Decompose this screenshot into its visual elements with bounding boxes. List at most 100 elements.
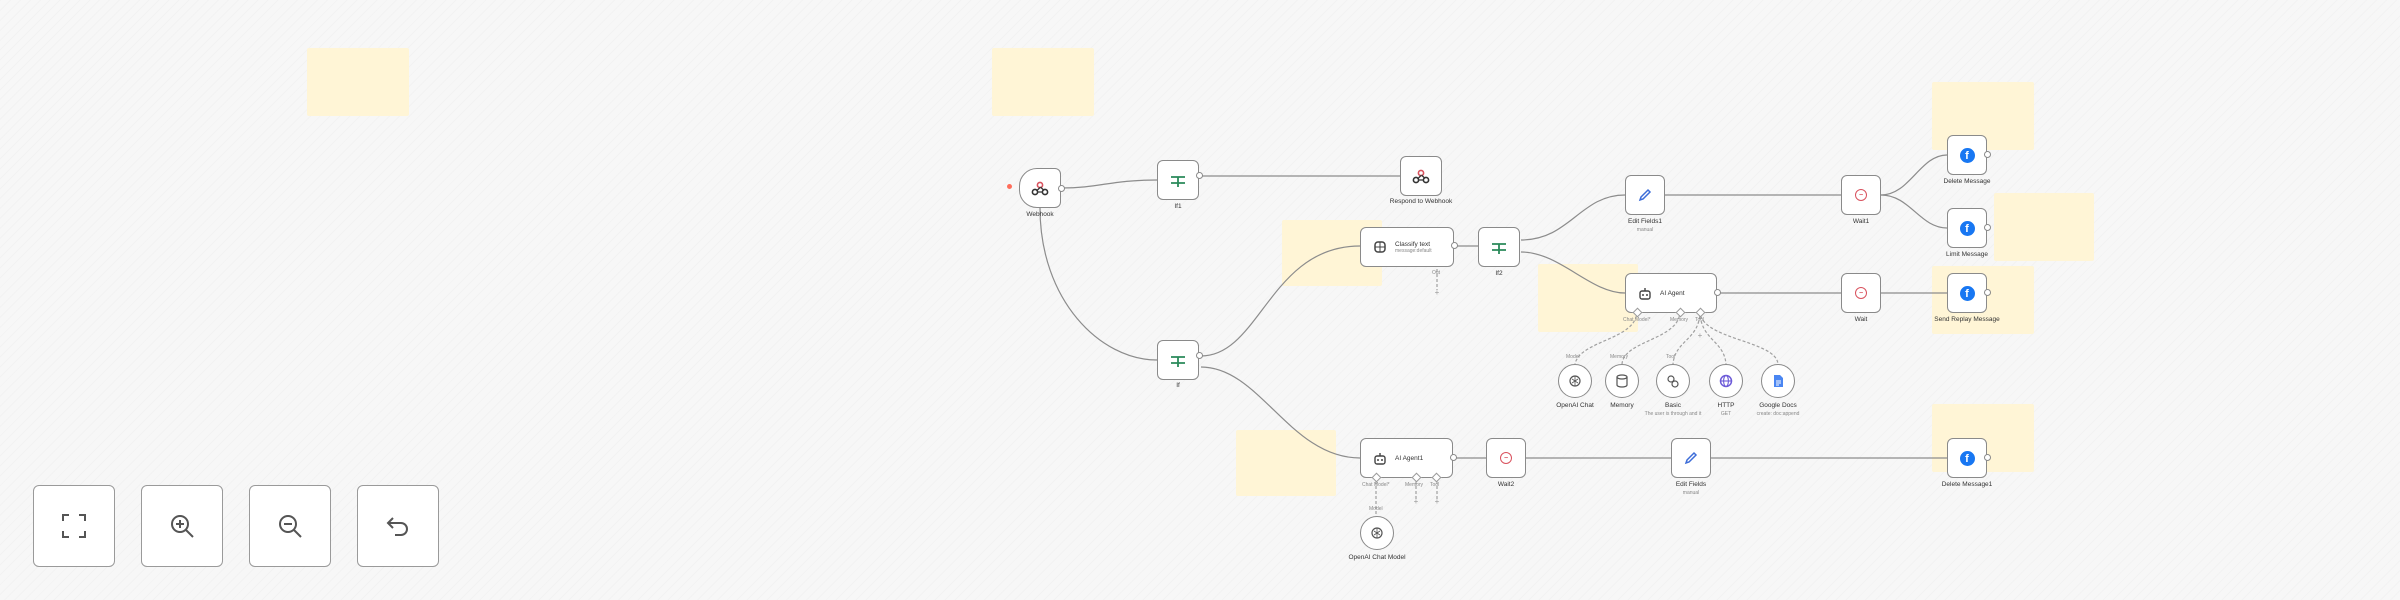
node-title: AI Agent [1660, 289, 1685, 297]
add-node-button[interactable]: + [1697, 331, 1703, 340]
node-subtitle: message:default [1395, 247, 1432, 254]
sticky-note[interactable] [307, 48, 409, 116]
http-request-node[interactable] [1709, 364, 1743, 398]
facebook-send-reply-node[interactable]: f [1947, 273, 1987, 313]
node-label: Send Replay Message [1934, 316, 2000, 323]
brain-icon [1374, 241, 1386, 253]
basic-tool-node[interactable] [1656, 364, 1690, 398]
database-icon [1616, 374, 1628, 388]
port-label: Tool [1666, 354, 1676, 360]
node-subtitle: create: doc:append [1756, 411, 1800, 417]
facebook-limit-message-node[interactable]: f [1947, 208, 1987, 248]
sticky-note[interactable] [1994, 193, 2094, 261]
facebook-delete-message-node[interactable]: f [1947, 135, 1987, 175]
node-label: Google Docs [1759, 402, 1797, 409]
split-branch-icon [1492, 243, 1506, 254]
zoom-in-button[interactable] [141, 485, 223, 567]
port-label: Memory [1610, 354, 1629, 360]
classify-text-node[interactable]: Classify text message:default [1360, 227, 1454, 267]
output-port[interactable] [1450, 454, 1457, 461]
node-title: AI Agent1 [1395, 454, 1424, 462]
node-label: Limit Message [1946, 251, 1988, 258]
pencil-icon [1684, 451, 1698, 465]
split-branch-icon [1171, 356, 1185, 367]
sticky-note[interactable] [1236, 430, 1336, 496]
node-label: Edit Fields1 [1628, 218, 1662, 225]
robot-icon [1374, 452, 1386, 465]
facebook-delete-message-node[interactable]: f [1947, 438, 1987, 478]
wait-node[interactable]: − [1486, 438, 1526, 478]
openai-chat-node[interactable] [1558, 364, 1592, 398]
node-label: OpenAI Chat [1556, 402, 1594, 409]
edit-fields-node[interactable] [1625, 175, 1665, 215]
output-port[interactable] [1984, 289, 1991, 296]
node-subtitle: manual [1636, 227, 1654, 233]
output-port[interactable] [1984, 224, 1991, 231]
port-label: Out [1432, 270, 1441, 276]
port-label: Model [1566, 354, 1580, 360]
if-node-top[interactable] [1157, 160, 1199, 200]
output-port[interactable] [1196, 172, 1203, 179]
node-label: OpenAI Chat Model [1348, 554, 1406, 561]
sticky-note[interactable] [992, 48, 1094, 116]
code-icon [1667, 375, 1679, 388]
facebook-icon: f [1959, 285, 1975, 301]
node-label: If [1176, 382, 1180, 389]
output-port[interactable] [1984, 454, 1991, 461]
zoom-out-icon [279, 515, 302, 538]
output-port[interactable] [1058, 185, 1065, 192]
port-label: Memory [1405, 482, 1424, 488]
edit-fields-node[interactable] [1671, 438, 1711, 478]
openai-chat-model-node[interactable] [1360, 516, 1394, 550]
output-port[interactable] [1714, 289, 1721, 296]
openai-icon [1569, 375, 1581, 387]
output-port[interactable] [1451, 242, 1458, 249]
node-label: HTTP [1717, 402, 1735, 409]
stop-clock-icon: − [1500, 452, 1512, 464]
node-label: Webhook [1026, 211, 1054, 218]
node-label: Wait2 [1497, 481, 1515, 488]
ai-agent-node[interactable]: AI Agent [1625, 273, 1717, 313]
stop-clock-icon: − [1855, 189, 1867, 201]
node-label: If2 [1495, 270, 1503, 277]
undo-button[interactable] [357, 485, 439, 567]
node-label: Edit Fields [1675, 481, 1707, 488]
pencil-icon [1638, 188, 1652, 202]
add-node-button[interactable]: + [1413, 497, 1419, 506]
output-port[interactable] [1984, 151, 1991, 158]
fit-view-button[interactable] [33, 485, 115, 567]
add-node-button[interactable]: + [1434, 497, 1440, 506]
add-node-button[interactable]: + [1434, 288, 1440, 297]
globe-icon [1719, 374, 1733, 388]
node-label: Respond to Webhook [1389, 198, 1453, 205]
if-node-right[interactable] [1478, 227, 1520, 267]
facebook-icon: f [1959, 450, 1975, 466]
openai-icon [1371, 527, 1383, 539]
ai-agent-node-2[interactable]: AI Agent1 [1360, 438, 1453, 478]
node-label: Memory [1610, 402, 1634, 409]
port-label: Chat Model* [1362, 482, 1390, 488]
node-label: Delete Message [1943, 178, 1991, 185]
node-title: Classify text [1395, 240, 1431, 248]
node-label: Wait [1854, 316, 1868, 323]
memory-node[interactable] [1605, 364, 1639, 398]
undo-icon [386, 517, 408, 536]
wait-node[interactable]: − [1841, 175, 1881, 215]
port-label: Tool [1430, 482, 1440, 488]
wait-node[interactable]: − [1841, 273, 1881, 313]
trigger-bolt-icon [1007, 184, 1012, 189]
output-port[interactable] [1196, 352, 1203, 359]
facebook-icon: f [1959, 220, 1975, 236]
webhook-node[interactable] [1019, 168, 1061, 208]
sticky-note[interactable] [1538, 264, 1638, 332]
google-docs-node[interactable] [1761, 364, 1795, 398]
node-label: If1 [1174, 203, 1182, 210]
node-subtitle: manual [1682, 490, 1700, 496]
if-node[interactable] [1157, 340, 1199, 380]
zoom-out-button[interactable] [249, 485, 331, 567]
node-subtitle: GET [1720, 411, 1732, 417]
respond-to-webhook-node[interactable] [1400, 156, 1442, 196]
node-label: Delete Message1 [1941, 481, 1993, 488]
